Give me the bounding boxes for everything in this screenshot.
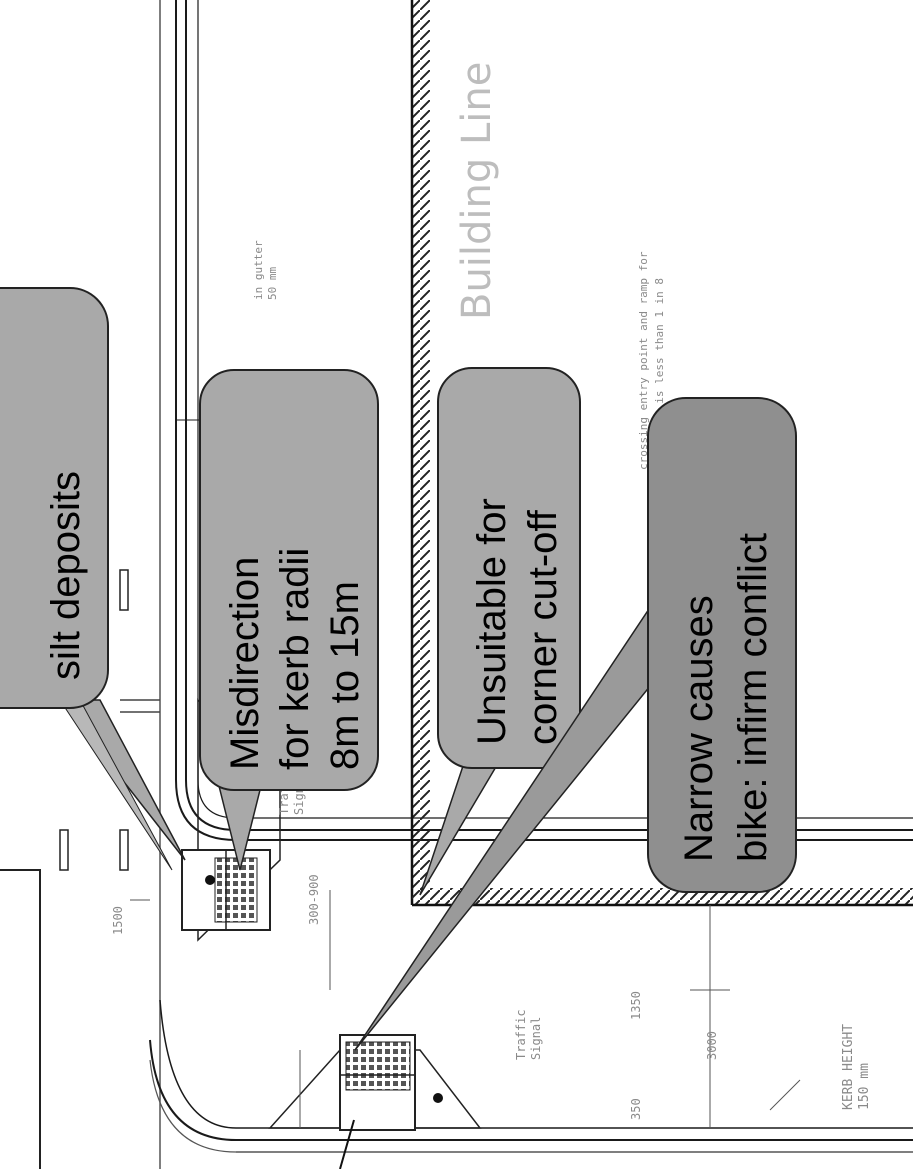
- building-line-label: Building Line: [454, 62, 500, 320]
- dim-300-900-label: 300-900: [307, 874, 321, 925]
- crossing-lower: [268, 1034, 482, 1131]
- narrow-line-2: bike: infirm conflict: [731, 533, 775, 862]
- dimension-lines: [130, 890, 801, 1128]
- kerb-height-line-1: KERB HEIGHT: [841, 1024, 856, 1110]
- pointer-line: [339, 1119, 355, 1169]
- dim-350-label: 350: [629, 1098, 643, 1120]
- kerb-note-line-2: 50 mm: [266, 267, 279, 300]
- traffic-signal-2-line-2: Signal: [529, 1017, 543, 1060]
- corner-cutoff-line-2: corner cut-off: [521, 509, 565, 745]
- callout-corner-cutoff: Unsuitable for corner cut-off: [419, 367, 581, 896]
- callout-narrow: Narrow causes bike: infirm conflict: [354, 397, 797, 1051]
- misdirection-line-2: for kerb radii: [273, 548, 317, 770]
- dim-1350-label: 1350: [629, 991, 643, 1020]
- callout-silt-deposits: silt deposits: [0, 287, 186, 871]
- building-line-wall: [410, 0, 913, 907]
- corner-cutoff-line-1: Unsuitable for: [470, 498, 514, 745]
- kerb-lines: [149, 0, 913, 1169]
- narrow-line-1: Narrow causes: [677, 595, 721, 862]
- left-building-block: [0, 569, 160, 1169]
- crossing-upper: [181, 698, 281, 942]
- dim-1500-label: 1500: [111, 906, 125, 935]
- silt-deposits-text: silt deposits: [44, 471, 88, 680]
- misdirection-line-1: Misdirection: [223, 557, 267, 770]
- kerb-height-line-2: 150 mm: [857, 1063, 872, 1110]
- traffic-signal-2-line-1: Traffic: [514, 1009, 528, 1060]
- top-note-line-1: crossing entry point and ramp for: [637, 251, 650, 470]
- kerb-note-line-1: in gutter: [252, 240, 265, 300]
- drawing-labels: Building Line crossing entry point and r…: [111, 62, 872, 1120]
- callout-misdirection: Misdirection for kerb radii 8m to 15m: [199, 369, 379, 871]
- misdirection-line-3: 8m to 15m: [323, 581, 367, 770]
- dim-3000-label: 3000: [705, 1031, 719, 1060]
